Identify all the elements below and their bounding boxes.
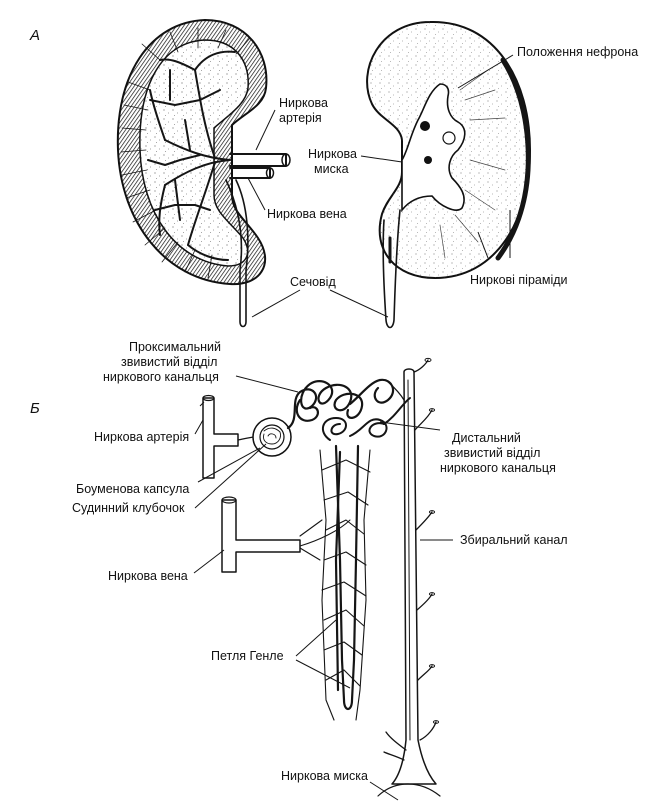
label-proximal-3: ниркового канальця [103, 370, 219, 384]
glomerulus [259, 424, 285, 450]
label-bowman-capsule: Боуменова капсула [76, 482, 189, 496]
kidney-vascular-illustration [116, 18, 291, 328]
collecting-duct [377, 357, 441, 797]
label-proximal-2: звивистий відділ [121, 355, 217, 369]
label-collecting-duct: Збиральний канал [460, 533, 568, 547]
loop-of-henle [334, 444, 360, 711]
label-distal-1: Дистальний [452, 431, 521, 445]
section-label-a: А [29, 27, 40, 44]
label-proximal-1: Проксимальний [129, 340, 221, 354]
label-renal-pelvis-a-1: Ниркова [308, 147, 357, 161]
label-loop-of-henle: Петля Генле [211, 649, 284, 663]
arterial-tree [147, 50, 236, 261]
distal-tubule [321, 397, 411, 441]
label-renal-artery-a-1: Ниркова [279, 96, 328, 110]
cortical-radials [120, 27, 251, 279]
label-renal-artery-a-2: артерія [279, 111, 322, 125]
proximal-tubule [286, 378, 395, 430]
label-renal-pyramids: Ниркові піраміди [470, 273, 568, 287]
label-renal-pelvis-a-2: миска [314, 162, 349, 176]
label-renal-vein-a: Ниркова вена [267, 207, 347, 221]
peritubular-capillaries [299, 449, 371, 721]
label-renal-vein-b: Ниркова вена [108, 569, 188, 583]
renal-pelvis-cavity [401, 83, 466, 213]
section-label-b: Б [30, 400, 40, 417]
label-nephron-position: Положення нефрона [517, 45, 638, 59]
nephron-illustration [202, 357, 441, 797]
label-distal-2: звивистий відділ [444, 446, 540, 460]
label-renal-artery-b: Ниркова артерія [94, 430, 189, 444]
label-glomerulus: Судинний клубочок [72, 501, 185, 515]
label-distal-3: ниркового канальця [440, 461, 556, 475]
label-renal-pelvis-b: Ниркова миска [281, 769, 368, 783]
kidney-section-illustration [366, 20, 532, 329]
label-ureter: Сечовід [290, 275, 336, 289]
